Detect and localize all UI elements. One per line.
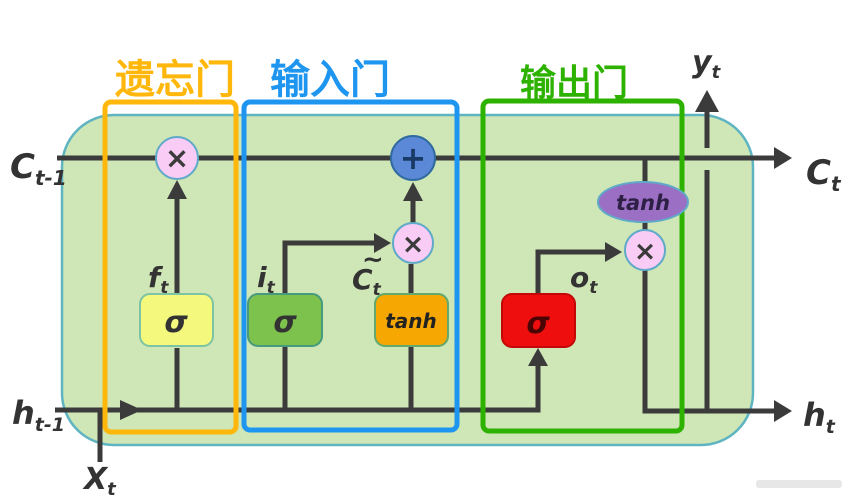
input-gate-title: 输入门: [270, 57, 390, 103]
output-signal-label: ot: [570, 261, 598, 298]
multiply-icon: ×: [165, 141, 189, 175]
candidate-tanh-box: [374, 293, 449, 347]
multiply-icon: ×: [402, 229, 425, 260]
forget-gate-title: 遗忘门: [115, 57, 235, 103]
io-labels: Ct-1 Ct ht-1 ht Xt yt: [10, 45, 842, 500]
arrowheads: [120, 90, 792, 422]
forget-multiply-node: [155, 136, 199, 180]
cell-state-in-label: Ct-1: [10, 147, 67, 190]
activation-boxes: σ σ tanh σ: [139, 293, 576, 348]
output-branch-line: [535, 249, 605, 294]
add-node: [390, 135, 436, 181]
forget-gate-box: [102, 99, 239, 435]
input-x-label: Xt: [82, 462, 117, 500]
output-multiply-arrow-icon: [605, 242, 622, 262]
output-y-label: yt: [692, 45, 722, 83]
input-branch-line: [282, 240, 374, 410]
multiply-icon: ×: [634, 236, 657, 267]
input-arrow-icon: [374, 233, 391, 253]
signal-labels: ft it ~ Ct ot: [148, 245, 598, 300]
forget-arrow-icon: [167, 180, 187, 199]
hidden-in-arrow-icon: [120, 400, 142, 420]
input-signal-label: it: [257, 261, 276, 298]
forget-sigma-box: [139, 293, 214, 347]
tanh-label: tanh: [616, 191, 670, 215]
output-y-arrow-icon: [695, 90, 719, 112]
candidate-arrow-icon: [403, 182, 423, 201]
add-icon: +: [400, 139, 427, 177]
hidden-state-in-line: [55, 366, 541, 413]
sigma-label: σ: [164, 305, 188, 340]
watermark: [756, 480, 842, 488]
output-gate-title: 输出门: [520, 63, 628, 104]
hidden-in-label: ht-1: [12, 394, 65, 436]
output-sigma-arrow-icon: [528, 348, 548, 366]
hidden-state-arrow-icon: [774, 400, 792, 422]
candidate-signal-label: Ct: [352, 263, 382, 300]
input-sigma-box: [247, 293, 323, 347]
forget-signal-label: ft: [148, 261, 169, 298]
output-multiply-node: [624, 229, 666, 271]
cell-state-out-label: Ct: [806, 153, 842, 196]
candidate-tilde-mark: ~: [362, 245, 384, 275]
tanh-label: tanh: [385, 309, 437, 333]
cell-state-arrow-icon: [774, 147, 792, 169]
candidate-multiply-node: [392, 222, 434, 264]
sigma-label: σ: [526, 306, 550, 341]
operation-nodes: × + × tanh ×: [155, 135, 689, 271]
hidden-state-out-line: [642, 270, 774, 414]
sigma-label: σ: [273, 305, 297, 340]
hidden-out-label: ht: [803, 396, 836, 438]
output-gate-box: [480, 98, 685, 434]
state-tanh-node: [597, 181, 689, 223]
output-sigma-box: [501, 293, 576, 348]
input-gate-box: [241, 99, 460, 433]
